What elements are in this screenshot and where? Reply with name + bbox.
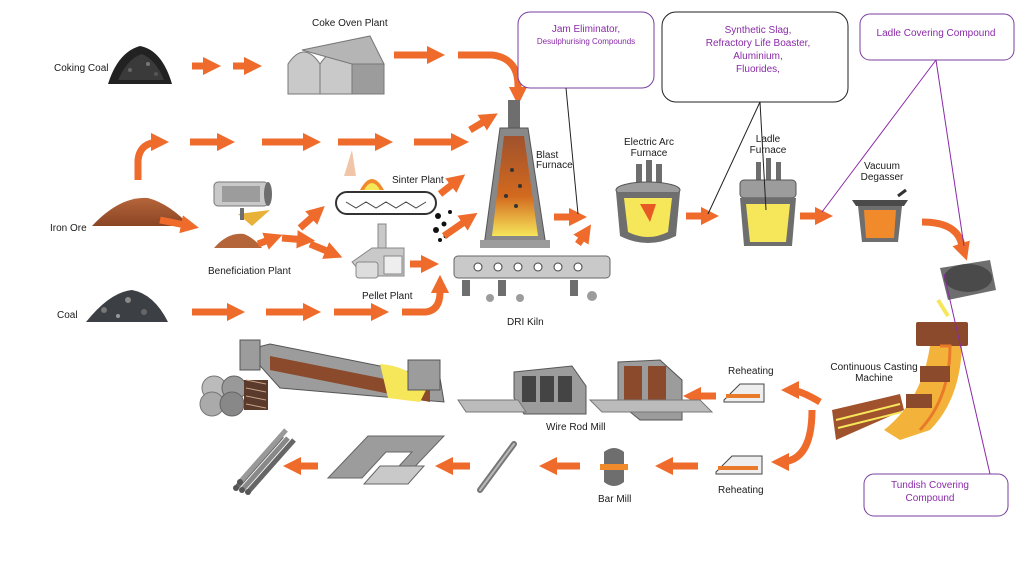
label-continuous-casting-1: Continuous Casting	[830, 362, 917, 373]
reheating-furnace-top-icon	[723, 383, 765, 403]
rod-bundle-icon	[233, 428, 296, 495]
callout-synthetic-line2: Refractory Life Boaster,	[706, 38, 811, 49]
flow-arrow	[468, 113, 498, 134]
label-coke-oven-plant: Coke Oven Plant	[312, 18, 388, 29]
flow-arrow	[281, 230, 316, 249]
label-coal: Coal	[57, 310, 78, 321]
callout-synthetic-line1: Synthetic Slag,	[725, 25, 792, 36]
label-reheating-top: Reheating	[728, 366, 774, 377]
callout-tundish-covering: Tundish Covering Compound	[863, 273, 1009, 517]
callout-synthetic-slag: Synthetic Slag, Refractory Life Boaster,…	[661, 11, 849, 215]
bar-rod-icon	[477, 441, 517, 493]
flow-arrow	[442, 212, 478, 239]
wire-rod-mill-icon	[239, 339, 714, 421]
blast-furnace-icon	[480, 100, 550, 248]
flow-arrow	[308, 240, 343, 259]
label-dri-kiln: DRI Kiln	[507, 317, 544, 328]
coking-coal-pile	[108, 46, 172, 84]
ladle-furnace-icon	[739, 158, 797, 246]
label-iron-ore: Iron Ore	[50, 223, 87, 234]
callout-jam-line1: Jam Eliminator,	[552, 24, 620, 35]
beneficiation-plant-icon	[213, 181, 272, 248]
bar-shapes-icon	[326, 435, 446, 485]
flow-arrow	[134, 132, 170, 180]
label-ladle-furnace-2: Furnace	[750, 145, 787, 156]
label-blast-furnace-1: Blast	[536, 150, 558, 161]
flow-arrow	[770, 409, 816, 472]
label-continuous-casting-2: Machine	[855, 373, 893, 384]
reheating-furnace-bottom-icon	[715, 455, 763, 475]
callout-tundish-line2: Compound	[906, 493, 955, 504]
label-wire-rod-mill: Wire Rod Mill	[546, 422, 605, 433]
label-vacuum-degasser-2: Degasser	[861, 172, 904, 183]
callout-ladle-line1: Ladle Covering Compound	[877, 28, 996, 39]
sinter-plant-icon	[335, 150, 437, 215]
callout-ladle-covering: Ladle Covering Compound	[821, 13, 1015, 247]
callout-jam-eliminator: Jam Eliminator, Desulphurising Compounds	[517, 11, 655, 215]
coke-oven-plant-icon	[287, 35, 385, 95]
flow-arrow	[458, 51, 528, 106]
dri-kiln-icon	[453, 255, 611, 302]
flow-arrow	[437, 174, 466, 197]
flow-arrow	[256, 232, 283, 250]
label-ladle-furnace-1: Ladle	[756, 134, 781, 145]
bar-mill-icon	[600, 448, 628, 486]
flow-arrow	[573, 224, 592, 246]
coal-pile	[86, 290, 168, 322]
label-eaf-2: Furnace	[631, 148, 668, 159]
electric-arc-furnace-icon	[615, 160, 681, 243]
label-beneficiation-plant: Beneficiation Plant	[208, 266, 291, 277]
continuous-casting-machine-icon	[832, 260, 996, 440]
vacuum-degasser-icon	[852, 188, 908, 242]
label-blast-furnace-2: Furnace	[536, 160, 573, 171]
flow-arrow	[921, 218, 970, 261]
flow-arrow	[297, 205, 325, 231]
label-eaf-1: Electric Arc	[624, 137, 674, 148]
pellet-plant-icon	[351, 223, 405, 279]
label-vacuum-degasser-1: Vacuum	[864, 161, 900, 172]
label-pellet-plant: Pellet Plant	[362, 291, 413, 302]
label-reheating-bottom: Reheating	[718, 485, 764, 496]
label-coking-coal: Coking Coal	[54, 63, 108, 74]
callout-jam-line2: Desulphurising Compounds	[537, 37, 635, 46]
callout-synthetic-line4: Fluorides,	[736, 64, 780, 75]
wire-coils-icon	[199, 375, 268, 417]
callout-synthetic-line3: Aluminium,	[733, 51, 782, 62]
flow-arrow	[780, 380, 822, 406]
sinter-pellets	[433, 210, 452, 242]
label-bar-mill: Bar Mill	[598, 494, 631, 505]
label-sinter-plant: Sinter Plant	[392, 175, 444, 186]
callout-tundish-line1: Tundish Covering	[891, 480, 969, 491]
flow-arrow	[159, 215, 199, 234]
flow-arrow	[402, 274, 450, 316]
